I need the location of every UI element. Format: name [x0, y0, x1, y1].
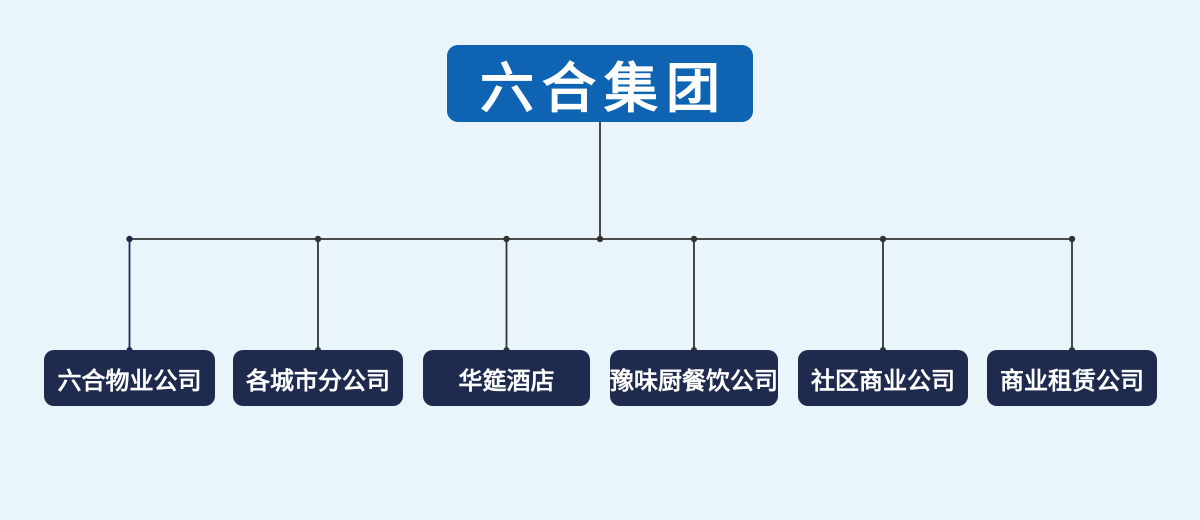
junction-dot — [126, 235, 133, 243]
org-node-child-6[interactable]: 商业租赁公司 — [987, 350, 1157, 406]
org-node-child-5[interactable]: 社区商业公司 — [798, 350, 968, 406]
junction-dot — [596, 235, 604, 243]
junction-dot — [879, 235, 887, 243]
org-node-label: 六合物业公司 — [57, 367, 202, 395]
org-node-child-3[interactable]: 华筵酒店 — [423, 350, 590, 406]
org-node-label: 豫味厨餐饮公司 — [610, 367, 778, 395]
junction-dot — [503, 235, 510, 243]
org-node-child-2[interactable]: 各城市分公司 — [233, 350, 403, 406]
org-node-label: 华筵酒店 — [458, 367, 555, 395]
junction-dot — [1068, 235, 1076, 243]
org-node-child-1[interactable]: 六合物业公司 — [44, 350, 215, 406]
org-node-label: 社区商业公司 — [811, 367, 955, 395]
org-node-label: 各城市分公司 — [246, 367, 390, 395]
junction-dot — [690, 235, 698, 243]
org-node-root[interactable]: 六合集团 — [447, 45, 753, 122]
org-node-child-4[interactable]: 豫味厨餐饮公司 — [610, 350, 778, 406]
org-node-root-label: 六合集团 — [480, 59, 728, 119]
junction-dot — [314, 235, 322, 243]
org-node-label: 商业租赁公司 — [1000, 367, 1144, 395]
